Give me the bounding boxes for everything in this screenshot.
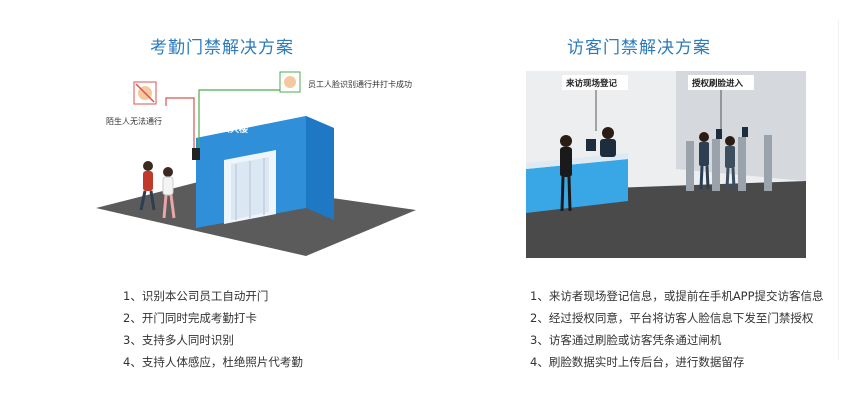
- stranger-label: 陌生人无法通行: [106, 116, 162, 126]
- list-item: 1、来访者现场登记信息，或提前在手机APP提交访客信息: [530, 289, 824, 303]
- attendance-panel: 考勤门禁解决方案 办公大楼 陌生人无法通行 员工人脸识别通行并打卡成功: [96, 38, 416, 373]
- gate-person-icon: [725, 136, 736, 190]
- reception-desk: [526, 159, 628, 213]
- turnstile-gates: [686, 127, 772, 191]
- list-item: 2、开门同时完成考勤打卡: [123, 311, 257, 325]
- list-item: 3、访客通过刷脸或访客凭条通过闸机: [530, 333, 722, 347]
- floor: [96, 180, 416, 256]
- attendance-title: 考勤门禁解决方案: [150, 38, 294, 58]
- gate-right-side: [306, 116, 334, 220]
- reject-connector: [165, 97, 195, 148]
- gate-person-icon: [699, 132, 710, 190]
- list-item: 2、经过授权同意，平台将访客人脸信息下发至门禁授权: [530, 311, 814, 325]
- visitor-feature-list: 1、来访者现场登记信息，或提前在手机APP提交访客信息 2、经过授权同意，平台将…: [530, 285, 824, 373]
- list-item: 4、刷脸数据实时上传后台，进行数据留存: [530, 355, 745, 369]
- attendance-feature-list: 1、识别本公司员工自动开门 2、开门同时完成考勤打卡 3、支持多人同时识别 4、…: [123, 285, 303, 373]
- person-man-icon: [139, 161, 156, 211]
- monitor-icon: [586, 139, 596, 151]
- list-item: 4、支持人体感应，杜绝照片代考勤: [123, 355, 303, 369]
- visitor-panel: 访客门禁解决方案 来访现场登记 授权刷脸进入: [430, 0, 860, 401]
- attendance-illustration: 办公大楼 陌生人无法通行 员工人脸识别通行并打卡成功: [96, 71, 416, 256]
- list-item: 3、支持多人同时识别: [123, 333, 234, 347]
- register-label: 来访现场登记: [565, 78, 618, 89]
- receptionist-icon: [600, 127, 616, 157]
- person-woman-icon: [162, 167, 176, 219]
- face-terminal-icon: [192, 148, 200, 160]
- visitor-illustration: 来访现场登记 授权刷脸进入: [526, 71, 806, 258]
- employee-label: 员工人脸识别通行并打卡成功: [308, 79, 412, 89]
- face-terminal-icon: [716, 129, 722, 139]
- building-label: 办公大楼: [212, 123, 248, 135]
- visitor-person-icon: [560, 135, 572, 212]
- visitor-title: 访客门禁解决方案: [567, 38, 711, 58]
- authorize-label: 授权刷脸进入: [692, 78, 744, 89]
- list-item: 1、识别本公司员工自动开门: [123, 289, 269, 303]
- divider: [838, 20, 839, 360]
